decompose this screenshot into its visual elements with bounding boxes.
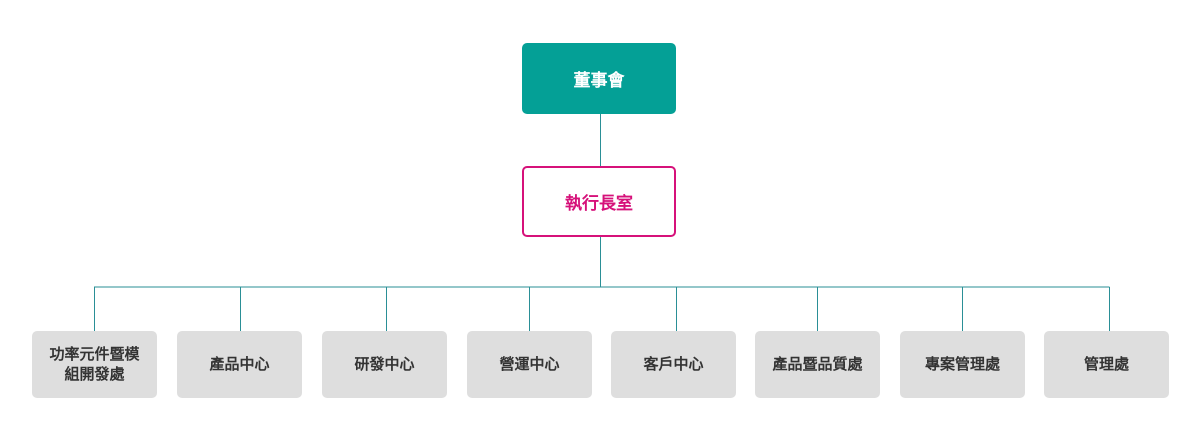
department-label: 專案管理處 [924,354,1000,373]
department-node-rd-center: 研發中心 [322,331,447,398]
department-label: 管理處 [1083,354,1129,373]
department-label: 客戶中心 [643,354,704,373]
department-node-administration: 管理處 [1044,331,1169,398]
board-label: 董事會 [573,71,625,91]
department-node-project-management: 專案管理處 [900,331,1025,398]
department-label: 營運中心 [499,354,560,373]
board-node: 董事會 [522,43,676,114]
department-node-operations-center: 營運中心 [467,331,592,398]
department-label: 產品暨品質處 [772,354,863,373]
department-node-product-quality: 產品暨品質處 [755,331,880,398]
department-label: 產品中心 [209,354,270,373]
department-label: 功率元件暨模 組開發處 [49,345,140,383]
ceo-office-node: 執行長室 [522,166,676,237]
department-label: 研發中心 [354,354,415,373]
ceo-office-label: 執行長室 [565,194,633,214]
department-node-power-module: 功率元件暨模 組開發處 [32,331,157,398]
department-node-customer-center: 客戶中心 [611,331,736,398]
department-node-product-center: 產品中心 [177,331,302,398]
